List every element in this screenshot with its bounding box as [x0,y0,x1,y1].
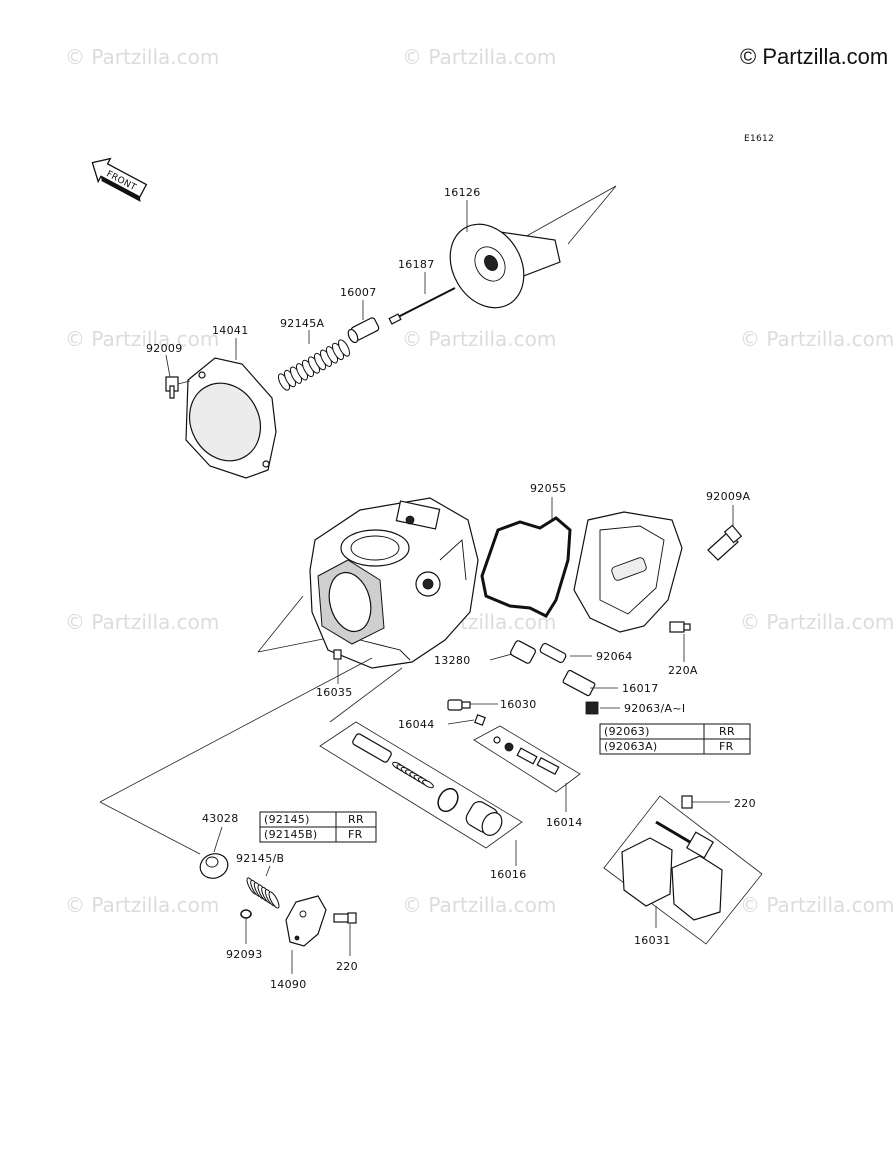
spring [277,339,351,391]
callout-92009: 92009 [146,342,183,355]
callout-92064: 92064 [596,650,633,663]
watermark: © Partzilla.com [65,327,219,351]
callout-16044: 16044 [398,718,435,731]
table-cell [335,826,377,843]
callout-220A: 220A [668,664,698,677]
callout-220: 220 [734,797,756,810]
needle-jet-holder [562,669,596,697]
callout-16035: 16035 [316,686,353,699]
main-jet [585,701,599,715]
watermark: © Partzilla.com [740,327,894,351]
callout-43028: 43028 [202,812,239,825]
bowl-screw [707,524,743,561]
small-screw [333,649,342,660]
callout-16187: 16187 [398,258,435,271]
watermark: © Partzilla.com [740,610,894,634]
table-cell [703,738,751,755]
table-part-number: (92063) [604,725,650,738]
table-part-number: (92145B) [264,828,318,841]
spring-coil [422,779,434,789]
carburetor-body [309,497,479,669]
watermarks: © Partzilla.com © Partzilla.com © Partzi… [65,45,894,917]
callout-92145A: 92145A [280,317,324,330]
table-position: RR [348,813,364,826]
table-part-number: (92063A) [604,740,658,753]
callout-92009A: 92009A [706,490,750,503]
o-ring [240,909,252,919]
pilot-screw-cap [474,714,486,726]
jet-needle [388,287,456,325]
float-kit [603,795,763,945]
pump-diaphragm [199,853,229,879]
float-bowl-gasket [480,516,572,618]
table-position: RR [719,725,735,738]
callout-14090: 14090 [270,978,307,991]
float-screw [681,795,693,809]
copyright-notice: © Partzilla.com [740,44,888,69]
callout-14041: 14041 [212,324,249,337]
callout-16007: 16007 [340,286,377,299]
callout-16016: 16016 [490,868,527,881]
air-screw [447,699,471,711]
callout-16031: 16031 [634,934,671,947]
needle-jet [509,640,537,664]
table-92063: (92063) RR (92063A) FR [599,723,751,755]
pump-cover-screw [333,912,357,924]
pump-spring [246,877,280,909]
pilot-jet [539,642,567,664]
table-92145: (92145) RR (92145B) FR [259,811,377,843]
callout-16030: 16030 [500,698,537,711]
diagram-code: E1612 [744,134,774,144]
callout-220: 220 [336,960,358,973]
float-bowl [573,511,683,633]
callout-16126: 16126 [444,186,481,199]
drain-screw [669,621,691,633]
table-position: FR [348,828,363,841]
table-position: FR [719,740,734,753]
watermark: © Partzilla.com [740,893,894,917]
choke-plunger-kit [319,721,523,849]
callout-92063: 92063/A~I [624,702,685,715]
needle-holder [347,317,380,344]
watermark: © Partzilla.com [402,45,556,69]
watermark: © Partzilla.com [65,610,219,634]
callout-16014: 16014 [546,816,583,829]
spring-coil [337,339,351,357]
spring-coil [268,891,280,909]
top-cover [185,357,277,479]
watermark: © Partzilla.com [65,893,219,917]
callout-92145B: 92145/B [236,852,284,865]
callout-13280: 13280 [434,654,471,667]
watermark: © Partzilla.com [65,45,219,69]
watermark: © Partzilla.com [402,327,556,351]
table-part-number: (92145) [264,813,310,826]
callout-16017: 16017 [622,682,659,695]
pilot-screw-kit [473,725,581,793]
callout-92093: 92093 [226,948,263,961]
pump-cover [285,895,327,947]
vacuum-piston-diaphragm [449,223,561,309]
front-arrow-icon: FRONT [91,157,148,202]
watermark: © Partzilla.com [402,893,556,917]
callout-92055: 92055 [530,482,567,495]
screw [165,376,191,399]
